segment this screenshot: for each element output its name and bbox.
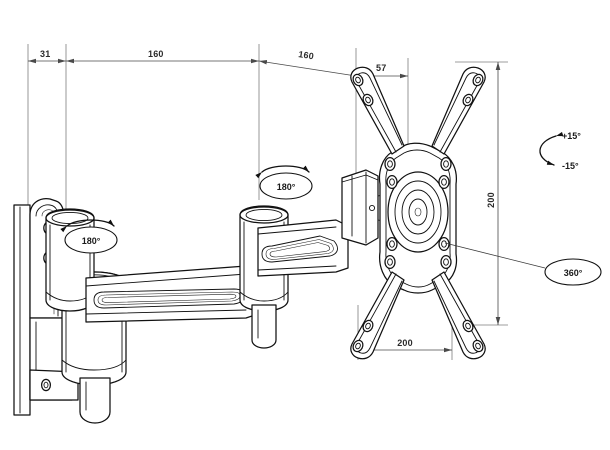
callout-180-elbow-pivot: 180° xyxy=(255,165,313,200)
callout-label-tilt-up: +15° xyxy=(562,131,581,141)
vesa-plate xyxy=(378,142,458,294)
dimension-label-200-vertical: 200 xyxy=(486,192,496,208)
dimension-31: 31 xyxy=(28,49,66,64)
callout-ellipse-180-wall xyxy=(64,226,118,254)
dimension-160-upper: 160 xyxy=(258,49,357,77)
upper-arm xyxy=(257,219,349,277)
callout-ellipse-360 xyxy=(544,258,602,286)
callout-label-360: 360° xyxy=(564,268,583,278)
dimension-label-160-lower: 160 xyxy=(148,49,164,59)
callout-tilt-range: +15° -15° xyxy=(539,131,581,171)
dimension-160-lower: 160 xyxy=(66,49,259,64)
callout-ellipse-180-elbow xyxy=(259,172,313,200)
callout-label-180-wall: 180° xyxy=(82,236,101,246)
dimension-label-31: 31 xyxy=(40,49,50,59)
callout-180-wall-pivot: 180° xyxy=(60,219,118,254)
callout-360-rotation: 360° xyxy=(444,242,602,286)
dimension-label-160-upper: 160 xyxy=(298,49,315,61)
dimension-200-vertical: 200 xyxy=(486,62,501,325)
vesa-arms xyxy=(350,66,486,360)
dimension-label-200-horizontal: 200 xyxy=(397,338,413,348)
callout-label-tilt-down: -15° xyxy=(562,161,579,171)
dimension-label-57: 57 xyxy=(376,63,386,73)
callout-label-180-elbow: 180° xyxy=(277,182,296,192)
